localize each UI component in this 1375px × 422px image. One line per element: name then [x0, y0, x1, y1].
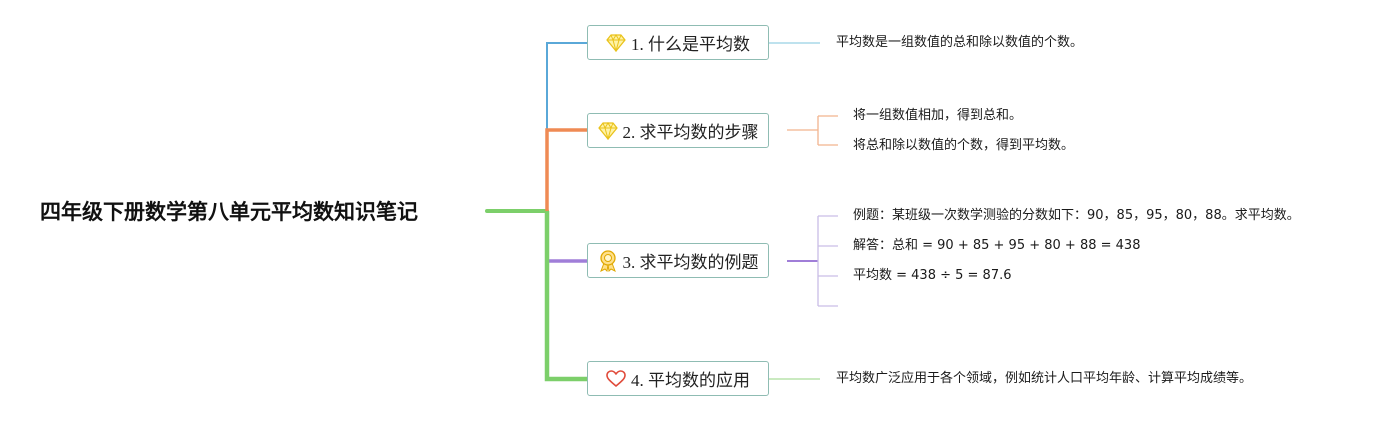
branch-3-connector — [545, 211, 587, 263]
leaf-application[interactable]: 平均数广泛应用于各个领域，例如统计人口平均年龄、计算平均成绩等。 — [836, 371, 1253, 386]
heart-icon — [606, 369, 626, 389]
branch-4-connector — [544, 211, 587, 382]
leaf-step-2[interactable]: 将总和除以数值的个数，得到平均数。 — [853, 138, 1075, 153]
branch-1-connector — [546, 42, 587, 211]
branch-label: 4. 平均数的应用 — [631, 371, 750, 390]
leaf-example-answer[interactable]: 解答：总和 = 90 + 85 + 95 + 80 + 88 = 438 — [853, 238, 1141, 253]
branch-average-application[interactable]: 4. 平均数的应用 — [587, 361, 769, 396]
branch-average-steps[interactable]: 2. 求平均数的步骤 — [587, 113, 769, 148]
branch-label: 2. 求平均数的步骤 — [622, 123, 759, 142]
root-topic[interactable]: 四年级下册数学第八单元平均数知识笔记 — [40, 200, 418, 224]
branch-label: 3. 求平均数的例题 — [622, 253, 759, 272]
branch-average-example[interactable]: 3. 求平均数的例题 — [587, 243, 769, 278]
leaf-example-result[interactable]: 平均数 = 438 ÷ 5 = 87.6 — [853, 268, 1012, 283]
leaf-definition[interactable]: 平均数是一组数值的总和除以数值的个数。 — [836, 35, 1084, 50]
branch-label: 1. 什么是平均数 — [631, 35, 750, 54]
diamond-icon — [606, 33, 626, 53]
leaf-connector-3 — [817, 215, 838, 307]
diamond-icon — [597, 121, 618, 141]
branch-2-connector — [545, 128, 587, 211]
award-ribbon-icon — [598, 249, 618, 272]
leaf-connector-2 — [787, 115, 838, 146]
leaf-step-1[interactable]: 将一组数值相加，得到总和。 — [853, 108, 1023, 123]
leaf-example-question[interactable]: 例题：某班级一次数学测验的分数如下：90，85，95，80，88。求平均数。 — [853, 208, 1300, 223]
branch-what-is-average[interactable]: 1. 什么是平均数 — [587, 25, 769, 60]
